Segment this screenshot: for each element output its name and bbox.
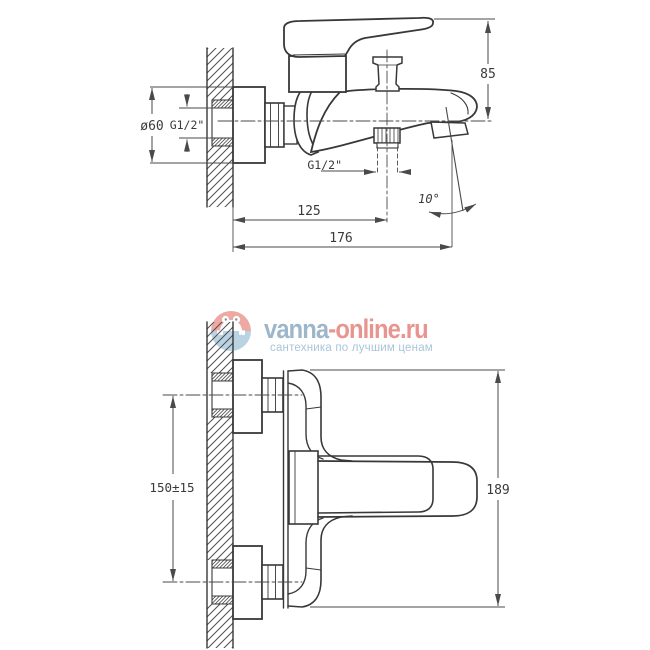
dim-reach-shower-outlet: 125 (297, 204, 320, 219)
brand-text-secondary: -online.ru (328, 314, 428, 344)
dim-flange-diameter: ø60 (140, 119, 163, 134)
side-view-drawing (206, 16, 494, 223)
dim-total-width: 189 (486, 483, 509, 498)
brand-text: vanna-online.ru (264, 314, 429, 345)
dim-shower-outlet-thread: G1/2" (307, 158, 342, 172)
plan-view-dimensions (170, 369, 505, 608)
dim-height: 85 (480, 67, 496, 82)
side-view-dimensions (149, 18, 495, 252)
dim-inlet-spacing: 150±15 (149, 480, 194, 495)
dim-spout-angle: 10° (418, 192, 440, 206)
brand-tagline: сантехника по лучшим ценам (270, 342, 433, 354)
dim-wall-thread: G1/2" (170, 118, 205, 132)
brand-text-primary: vanna (264, 314, 329, 344)
dim-reach-total: 176 (329, 231, 352, 246)
plan-view-drawing (162, 321, 478, 649)
